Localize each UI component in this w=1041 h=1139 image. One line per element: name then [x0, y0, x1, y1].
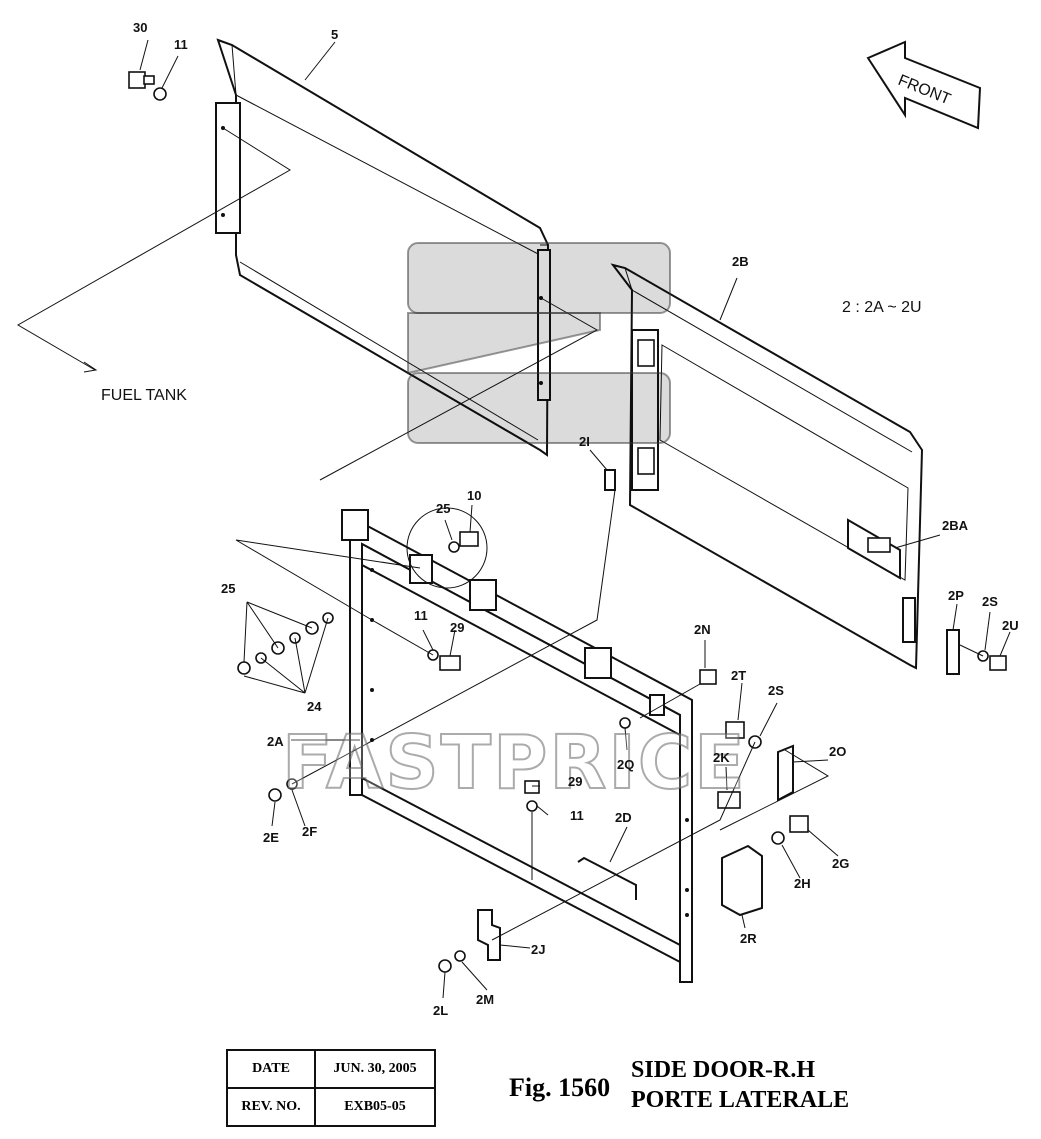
date-label: DATE — [226, 1049, 316, 1089]
callout-2I: 2I — [579, 434, 590, 449]
callout-11: 11 — [414, 608, 428, 623]
bracket-2R — [721, 844, 763, 917]
callout-2J: 2J — [531, 942, 545, 957]
date-value: JUN. 30, 2005 — [314, 1049, 436, 1089]
callout-2O: 2O — [829, 744, 846, 759]
callout-2B: 2B — [732, 254, 749, 269]
callout-5: 5 — [331, 27, 338, 42]
callout-2F: 2F — [302, 824, 317, 839]
figure-title-en: SIDE DOOR-R.H — [631, 1057, 816, 1083]
callout-2S: 2S — [768, 683, 784, 698]
callout-2T: 2T — [731, 668, 746, 683]
door-panel-2B — [610, 263, 924, 670]
callout-2L: 2L — [433, 1003, 448, 1018]
callout-2E: 2E — [263, 830, 279, 845]
front-arrow-icon: FRONT — [866, 40, 982, 130]
callout-2H: 2H — [794, 876, 811, 891]
figure-names: SIDE DOOR-R.H PORTE LATERALE — [631, 1055, 849, 1115]
rev-label: REV. NO. — [226, 1087, 316, 1127]
callout-25: 25 — [436, 501, 450, 516]
callout-2BA: 2BA — [942, 518, 969, 533]
rod-2D — [577, 856, 637, 900]
callout-2N: 2N — [694, 622, 711, 637]
callout-2S: 2S — [982, 594, 998, 609]
fuel-tank-note: FUEL TANK — [101, 387, 187, 404]
callout-11: 11 — [174, 37, 188, 52]
watermark-logo — [407, 242, 671, 444]
callout-30: 30 — [133, 20, 147, 35]
callout-2U: 2U — [1002, 618, 1019, 633]
callout-24: 24 — [307, 699, 322, 714]
callout-11: 11 — [570, 808, 584, 823]
rev-value: EXB05-05 — [314, 1087, 436, 1127]
callout-2M: 2M — [476, 992, 494, 1007]
cover-panel-5 — [215, 38, 551, 457]
callout-2P: 2P — [948, 588, 964, 603]
bracket-2P — [946, 629, 960, 675]
callout-2D: 2D — [615, 810, 632, 825]
bracket-2J — [477, 909, 501, 961]
figure-number: Fig. 1560 — [509, 1073, 611, 1102]
bracket-2I — [604, 469, 616, 491]
frame-2A — [341, 509, 693, 983]
part-range-note: 2 : 2A ~ 2U — [842, 299, 922, 316]
callouts: 30 11 5 2B 2I 10 25 25 24 11 29 2A 2E 2F… — [133, 20, 1019, 1018]
figure-title-fr: PORTE LATERALE — [631, 1087, 850, 1113]
callout-25: 25 — [221, 581, 235, 596]
callout-2K: 2K — [713, 750, 730, 765]
revision-table: DATE JUN. 30, 2005 REV. NO. EXB05-05 — [226, 1049, 436, 1127]
detail-circle — [406, 507, 488, 589]
callout-10: 10 — [467, 488, 481, 503]
callout-2Q: 2Q — [617, 757, 634, 772]
bracket-2O — [777, 744, 794, 802]
watermark-text: FASTPRICE — [282, 720, 747, 806]
callout-2G: 2G — [832, 856, 849, 871]
callout-29: 29 — [568, 774, 582, 789]
leader-lines — [139, 39, 1011, 999]
callout-2A: 2A — [267, 734, 284, 749]
callout-2R: 2R — [740, 931, 757, 946]
callout-29: 29 — [450, 620, 464, 635]
